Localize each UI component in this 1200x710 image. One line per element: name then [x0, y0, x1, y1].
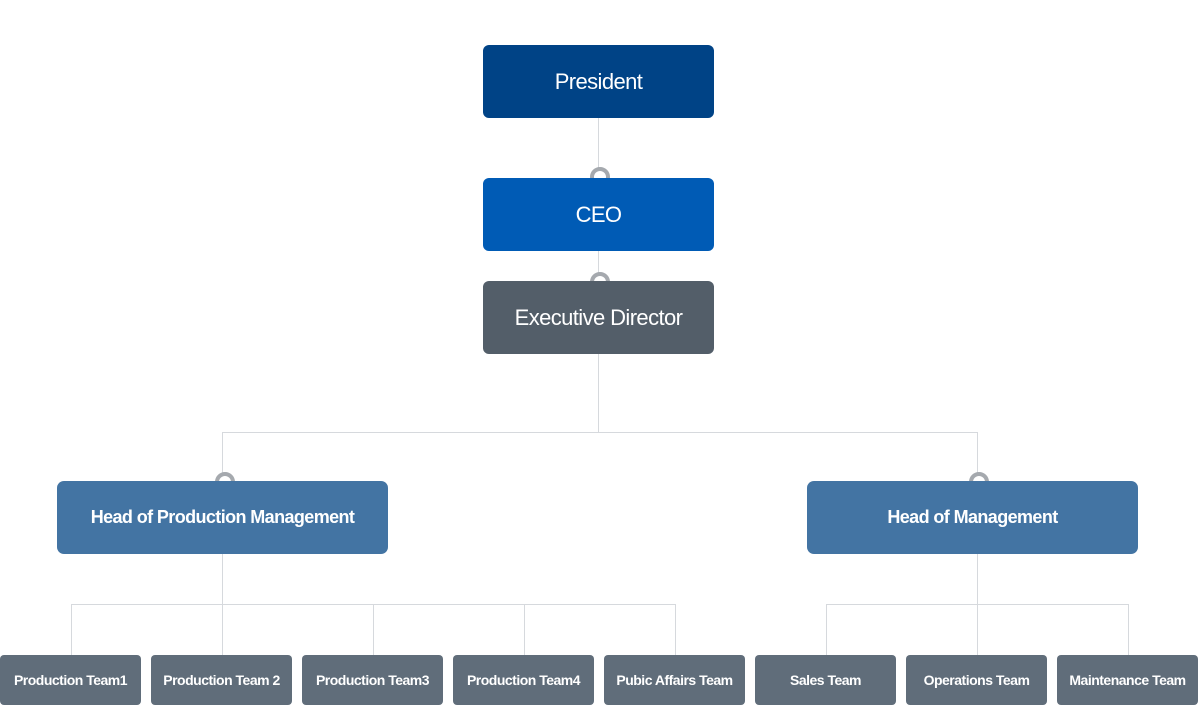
- connector-team-7: [977, 604, 978, 655]
- node-production-team-4: Production Team4: [453, 655, 594, 705]
- node-production-team-2: Production Team 2: [151, 655, 292, 705]
- node-operations-team: Operations Team: [906, 655, 1047, 705]
- connector-executive-branch: [598, 354, 599, 432]
- connector-team-5: [675, 604, 676, 655]
- connector-team-6: [826, 604, 827, 655]
- connector-team-2: [222, 604, 223, 655]
- node-public-affairs-team: Pubic Affairs Team: [604, 655, 745, 705]
- node-ceo-label: CEO: [575, 201, 622, 227]
- connector-ceo-executive: [598, 251, 599, 281]
- node-executive-director-label: Executive Director: [514, 304, 683, 330]
- node-president: President: [483, 45, 714, 118]
- node-team-label: Pubic Affairs Team: [616, 672, 733, 688]
- connector-team-4: [524, 604, 525, 655]
- connector-to-head-management: [977, 432, 978, 481]
- node-sales-team: Sales Team: [755, 655, 896, 705]
- connector-president-ceo: [598, 118, 599, 178]
- node-ceo: CEO: [483, 178, 714, 251]
- node-team-label: Production Team3: [315, 672, 430, 688]
- connector-team-1: [71, 604, 72, 655]
- node-team-label: Production Team4: [466, 672, 581, 688]
- connector-heads-bar: [222, 432, 978, 433]
- node-production-team-3: Production Team3: [302, 655, 443, 705]
- node-production-team-1: Production Team1: [0, 655, 141, 705]
- node-team-label: Operations Team: [923, 672, 1030, 688]
- node-executive-director: Executive Director: [483, 281, 714, 354]
- node-head-label: Head of Management: [887, 507, 1058, 527]
- node-head-label: Head of Production Management: [90, 507, 355, 527]
- node-head-of-production-management: Head of Production Management: [57, 481, 388, 554]
- connector-team-3: [373, 604, 374, 655]
- node-maintenance-team: Maintenance Team: [1057, 655, 1198, 705]
- connector-team-8: [1128, 604, 1129, 655]
- node-president-label: President: [554, 68, 643, 94]
- node-team-label: Production Team 2: [163, 672, 280, 688]
- node-head-of-management: Head of Management: [807, 481, 1138, 554]
- connector-head-production-down: [222, 554, 223, 604]
- node-team-label: Sales Team: [789, 672, 862, 688]
- connector-to-head-production: [222, 432, 223, 481]
- node-team-label: Production Team1: [13, 672, 128, 688]
- connector-head-management-down: [977, 554, 978, 604]
- node-team-label: Maintenance Team: [1069, 672, 1186, 688]
